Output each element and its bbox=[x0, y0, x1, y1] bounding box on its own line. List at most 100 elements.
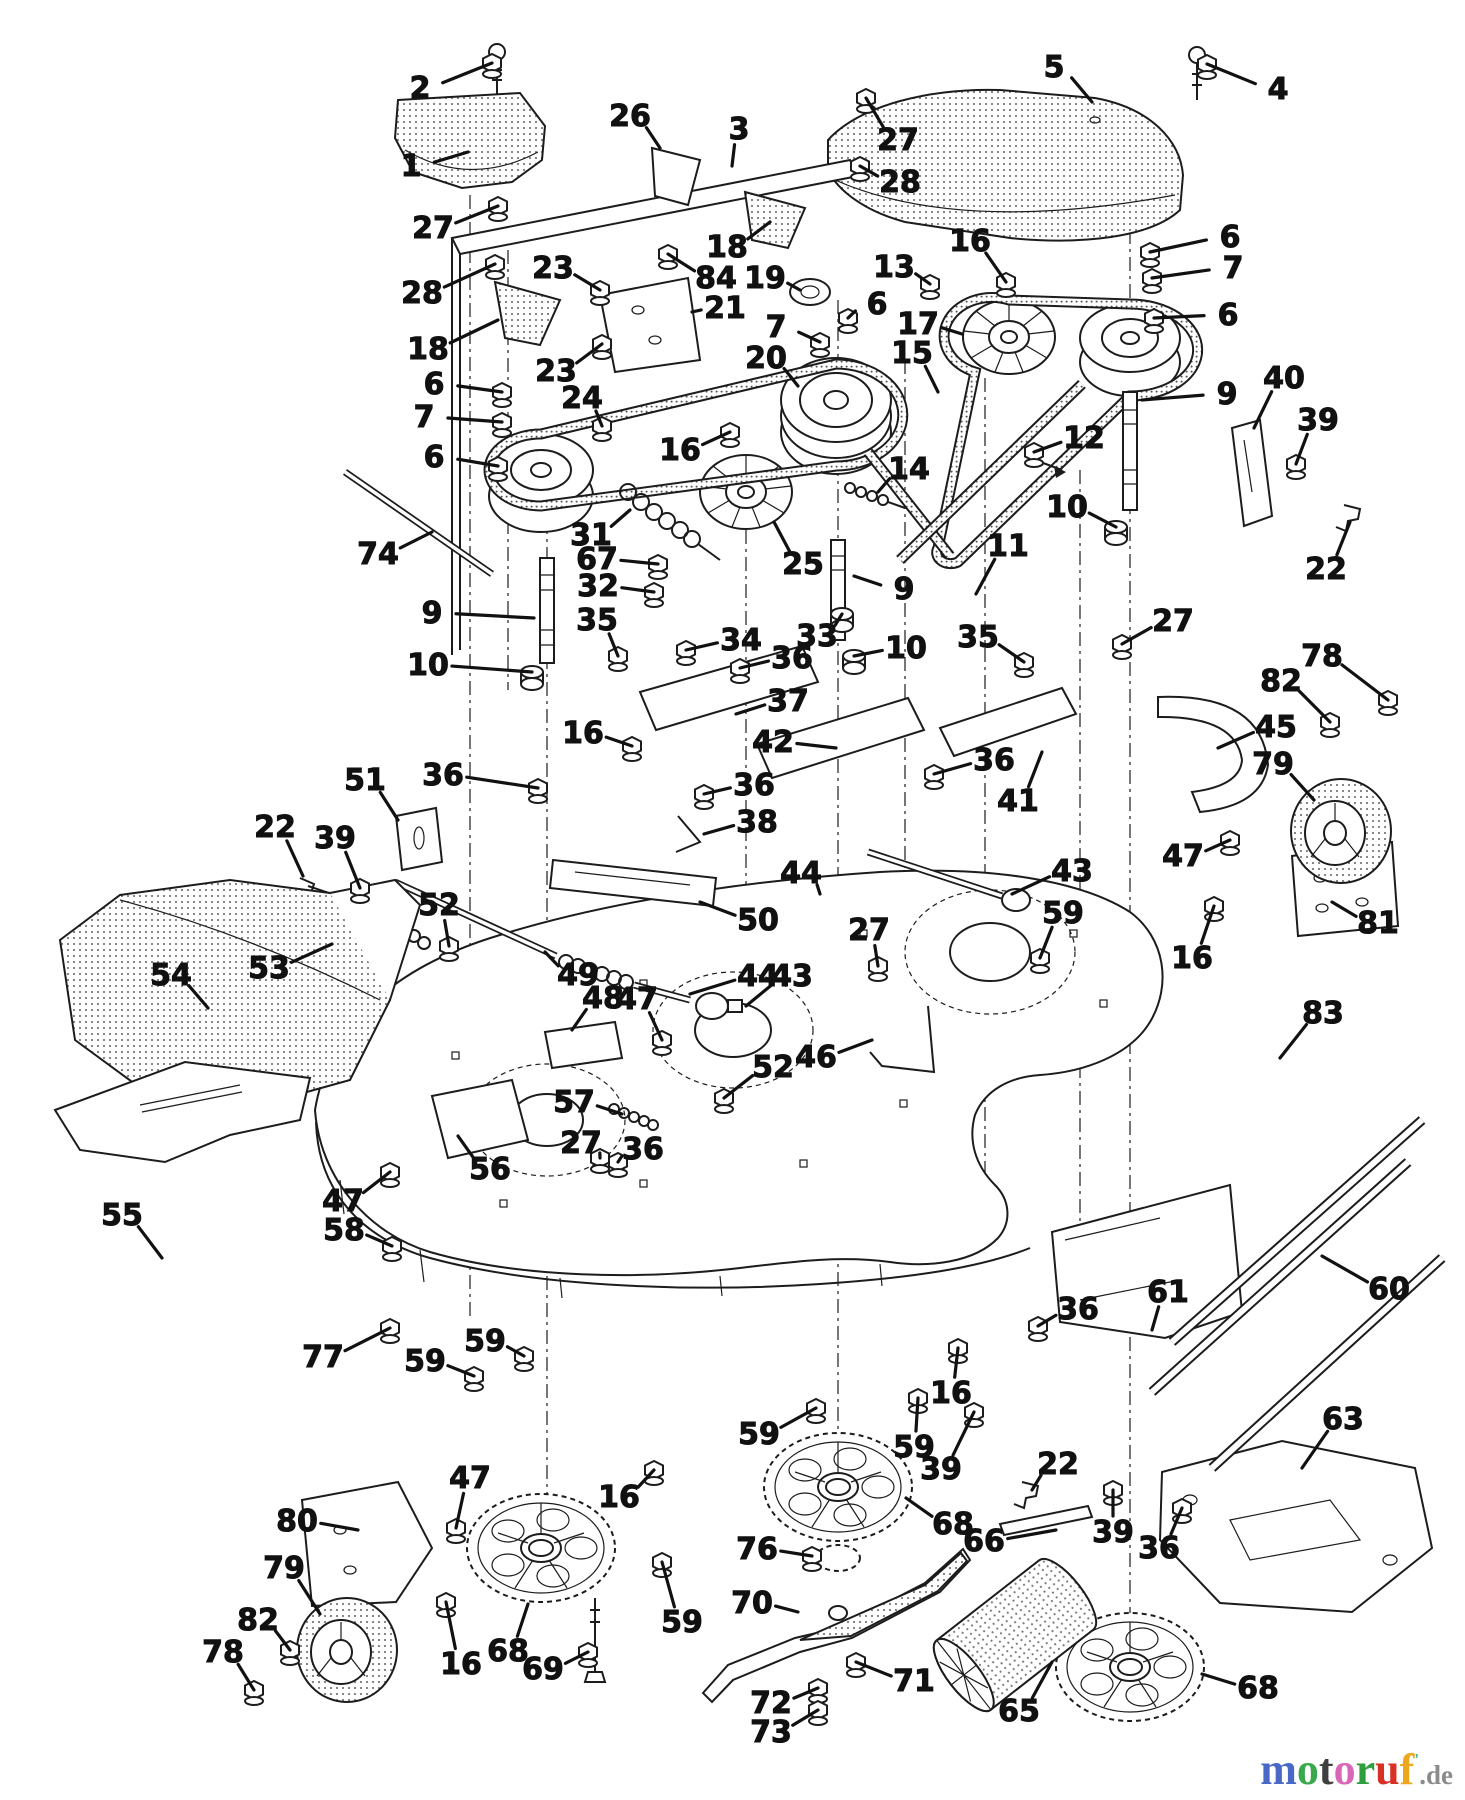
part-number-label: 16 bbox=[949, 224, 991, 259]
leader-line bbox=[904, 1496, 934, 1518]
part-number-label: 59 bbox=[1042, 896, 1084, 931]
part-number-label: 44 bbox=[780, 856, 822, 891]
part-number-label: 22 bbox=[254, 810, 296, 845]
leader-line bbox=[779, 1406, 818, 1429]
fastener-glyph bbox=[280, 1640, 300, 1666]
leader-line bbox=[1140, 393, 1205, 402]
leader-line bbox=[779, 1549, 814, 1558]
leader-line bbox=[1087, 511, 1118, 529]
discharge-chute bbox=[58, 878, 422, 1107]
leader-line bbox=[1340, 663, 1390, 702]
mandrel-disc-center bbox=[763, 1432, 913, 1542]
part-number-label: 66 bbox=[963, 1524, 1005, 1559]
part-number-label: 25 bbox=[782, 547, 824, 582]
leader-line bbox=[136, 1225, 164, 1260]
leader-line bbox=[1030, 1473, 1043, 1492]
leader-line bbox=[619, 558, 660, 566]
leader-line bbox=[236, 1662, 256, 1692]
leader-line bbox=[1070, 76, 1094, 104]
leader-line bbox=[1152, 314, 1206, 320]
part-number-label: 18 bbox=[407, 332, 449, 367]
fastener-glyph bbox=[1140, 242, 1160, 268]
logo-letter: r bbox=[1355, 1745, 1376, 1794]
fastener-glyph bbox=[652, 1030, 672, 1056]
idler-spring bbox=[619, 483, 721, 561]
part-number-label: 27 bbox=[877, 123, 919, 158]
leader-line bbox=[573, 273, 602, 292]
part-number-label: 20 bbox=[745, 341, 787, 376]
leader-line bbox=[443, 918, 451, 948]
belt-guard-45 bbox=[1157, 695, 1270, 814]
leader-line bbox=[772, 520, 791, 553]
leader-line bbox=[734, 703, 767, 716]
mandrel-disc-left bbox=[466, 1493, 616, 1603]
part-number-label: 10 bbox=[407, 648, 449, 683]
part-number-label: 43 bbox=[1051, 854, 1093, 889]
leader-line bbox=[700, 430, 732, 447]
part-number-label: 36 bbox=[1057, 1292, 1099, 1327]
leader-line bbox=[1032, 440, 1063, 454]
part-number-label: 78 bbox=[1301, 639, 1343, 674]
leader-line bbox=[505, 1345, 526, 1358]
leader-line bbox=[837, 1038, 874, 1054]
leader-line bbox=[398, 530, 434, 550]
part-number-label: 32 bbox=[577, 569, 619, 604]
part-number-label: 61 bbox=[1147, 1275, 1189, 1310]
part-number-label: 45 bbox=[1255, 710, 1297, 745]
part-number-label: 6 bbox=[867, 287, 888, 322]
plate-42 bbox=[755, 696, 926, 780]
leader-line bbox=[914, 1396, 920, 1433]
part-number-label: 7 bbox=[414, 400, 435, 435]
part-number-label: 79 bbox=[1252, 747, 1294, 782]
fastener-glyph bbox=[1030, 948, 1050, 974]
leader-line bbox=[289, 942, 334, 964]
part-number-label: 39 bbox=[920, 1452, 962, 1487]
part-number-label: 78 bbox=[202, 1635, 244, 1670]
part-number-label: 39 bbox=[1092, 1515, 1134, 1550]
bracket-38 bbox=[675, 815, 702, 853]
fastener-glyph bbox=[694, 784, 714, 810]
leader-line bbox=[1199, 904, 1216, 945]
part-number-label: 22 bbox=[1305, 552, 1347, 587]
part-number-label: 59 bbox=[661, 1605, 703, 1640]
leader-line bbox=[1038, 925, 1054, 960]
part-number-label: 14 bbox=[888, 452, 930, 487]
leader-line bbox=[594, 409, 604, 428]
leader-line bbox=[285, 839, 305, 878]
part-number-label: 28 bbox=[401, 276, 443, 311]
part-number-label: 9 bbox=[1217, 377, 1238, 412]
part-number-label: 16 bbox=[598, 1480, 640, 1515]
part-number-label: 70 bbox=[731, 1586, 773, 1621]
part-number-label: 23 bbox=[532, 251, 574, 286]
leader-line bbox=[378, 790, 400, 822]
deflector-shield bbox=[53, 1060, 312, 1164]
plate-37 bbox=[638, 644, 820, 732]
logo-letter: o bbox=[1333, 1745, 1356, 1794]
bracket-48 bbox=[543, 1020, 624, 1070]
part-number-label: 36 bbox=[622, 1132, 664, 1167]
brackets bbox=[300, 418, 1434, 1614]
leader-line bbox=[1148, 238, 1209, 254]
leader-line bbox=[1006, 1528, 1058, 1541]
leader-line bbox=[738, 659, 771, 670]
leader-line bbox=[607, 632, 620, 658]
part-number-label: 5 bbox=[1044, 50, 1065, 85]
washer-76 bbox=[815, 1544, 861, 1572]
part-number-label: 80 bbox=[276, 1504, 318, 1539]
leader-line bbox=[647, 1011, 664, 1042]
leader-line bbox=[1036, 1313, 1058, 1328]
fastener-glyph bbox=[1142, 268, 1162, 294]
motoruf-wordmark: motoruf' bbox=[1260, 1745, 1419, 1794]
part-number-label: 16 bbox=[659, 433, 701, 468]
fastener-glyph bbox=[924, 764, 944, 790]
leader-line bbox=[873, 943, 880, 968]
leader-line bbox=[702, 786, 732, 796]
part-number-label: 40 bbox=[1263, 361, 1305, 396]
part-number-label: 16 bbox=[562, 716, 604, 751]
leader-line bbox=[858, 164, 880, 178]
part-number-label: 6 bbox=[424, 367, 445, 402]
gauge-wheel-right bbox=[1290, 778, 1392, 884]
fastener-glyph bbox=[644, 1460, 664, 1486]
